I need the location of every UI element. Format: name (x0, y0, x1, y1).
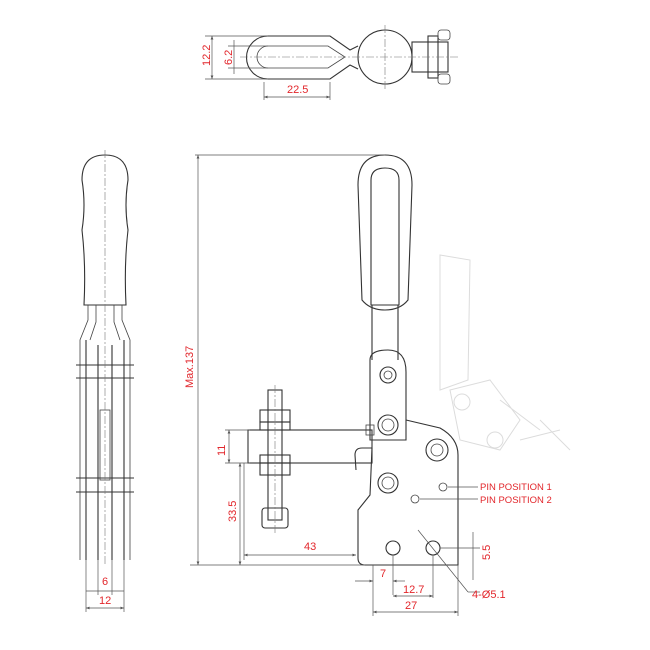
dim-max-height: Max.137 (184, 346, 196, 388)
dim-mounting-holes: 4-Ø5.1 (472, 589, 506, 601)
pin-position-2-label: PIN POSITION 2 (480, 495, 552, 506)
dim-hole-spacing: 12.7 (403, 584, 424, 596)
dim-width-outer: 12.2 (201, 45, 213, 66)
watermark-logo (439, 254, 571, 451)
dim-hole-offset: 7 (380, 568, 386, 580)
dim-outer-width: 12 (99, 595, 111, 607)
top-view: 12.2 6.2 22.5 (201, 25, 460, 100)
dim-reach: 43 (304, 541, 316, 553)
dim-slot-length: 22.5 (287, 84, 308, 96)
side-view: Max.137 11 33.5 43 7 12.7 27 5.5 4-Ø5.1 … (184, 154, 552, 616)
dim-base-width: 27 (405, 600, 417, 612)
dim-bar-thickness: 11 (216, 445, 228, 456)
pin-position-1-label: PIN POSITION 1 (480, 482, 552, 493)
dim-hole-edge: 5.5 (481, 545, 493, 560)
dim-spindle-height: 33.5 (227, 501, 239, 522)
front-view: 6 12 (76, 150, 134, 612)
dim-slot-width: 6.2 (223, 50, 235, 65)
dim-inner-width: 6 (102, 576, 108, 588)
